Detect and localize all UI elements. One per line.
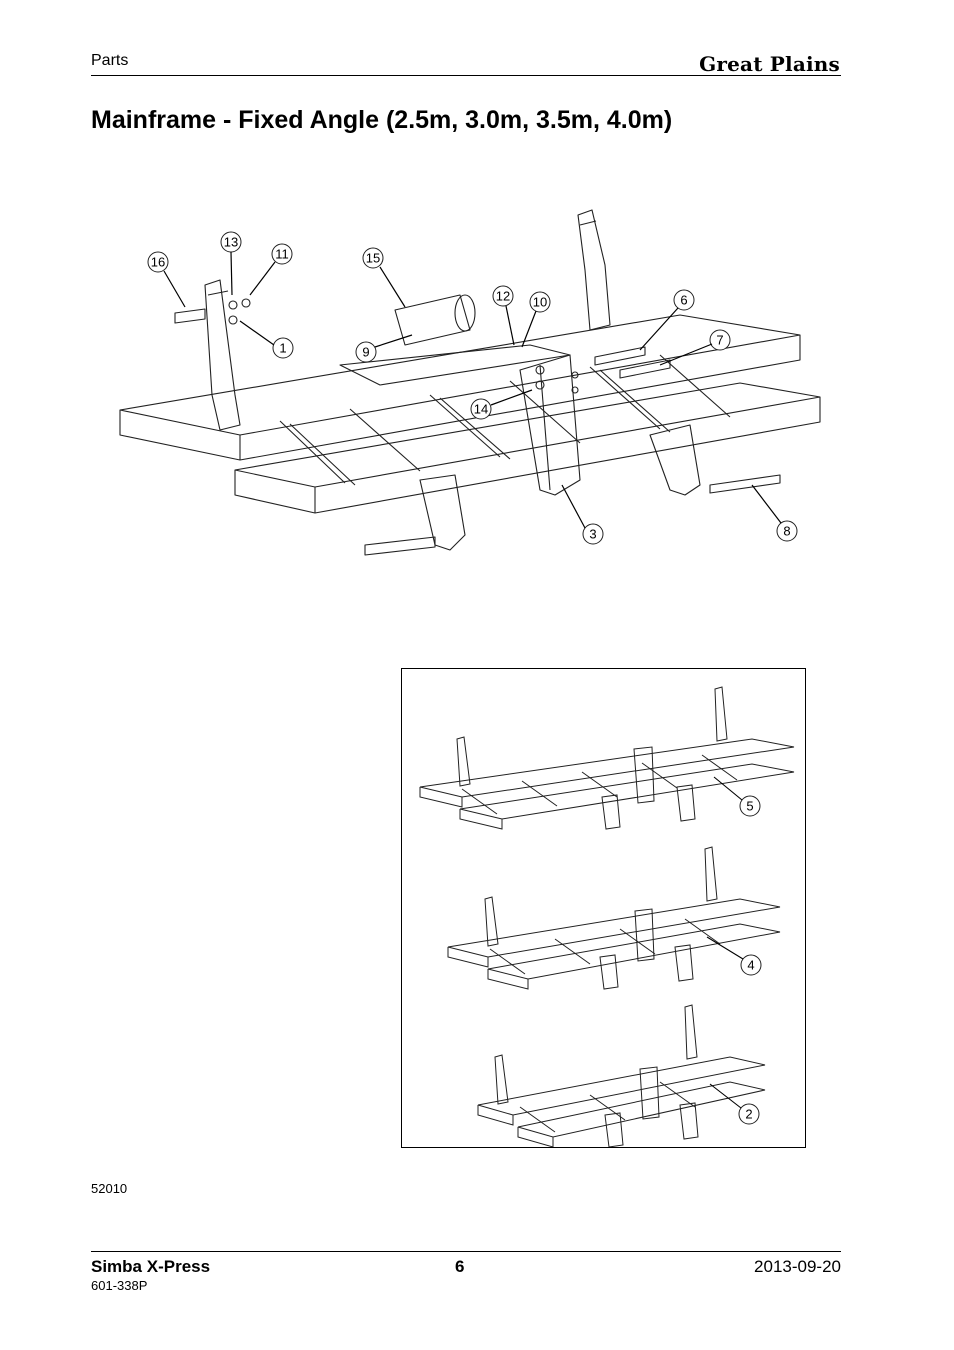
footer-product: Simba X-Press (91, 1257, 211, 1276)
callout-8-label: 8 (783, 524, 790, 539)
callout-13-label: 13 (224, 235, 238, 250)
callout-1 (272, 337, 294, 359)
callout-8 (776, 520, 798, 542)
callout-2-label: 2 (745, 1107, 752, 1122)
footer-page-number: 6 (455, 1257, 465, 1276)
frame-variant-5 (419, 686, 795, 830)
callout-3-label: 3 (589, 527, 596, 542)
footer-part-number: 601-338P (91, 1278, 148, 1293)
rear-beam (119, 314, 801, 436)
callout-12 (492, 285, 514, 307)
page-title: Mainframe - Fixed Angle (2.5m, 3.0m, 3.5… (91, 106, 673, 134)
callout-7 (709, 329, 731, 351)
callout-7-label: 7 (716, 333, 723, 348)
callout-10 (529, 291, 551, 313)
header-section: Parts (91, 52, 129, 69)
callout-9-label: 9 (362, 345, 369, 360)
frame-variants-inset: 5 4 2 (401, 668, 806, 1148)
callout-5 (739, 795, 761, 817)
callout-16 (147, 251, 169, 273)
callout-9 (355, 341, 377, 363)
front-beam (234, 382, 821, 488)
callout-4-label: 4 (747, 958, 754, 973)
frame-variant-4 (447, 846, 781, 990)
callout-14-label: 14 (474, 402, 488, 417)
brand-logo: Great Plains (699, 52, 840, 76)
footer-date: 2013-09-20 (754, 1257, 841, 1276)
accumulator (394, 294, 471, 346)
callout-6 (673, 289, 695, 311)
mainframe-exploded-diagram: 16 13 11 15 12 10 6 7 1 9 14 3 8 (119, 209, 821, 556)
callout-11-label: 11 (275, 247, 289, 262)
callout-3 (582, 523, 604, 545)
frame-variants-diagram: 5 4 2 (419, 686, 795, 1147)
right-tower (577, 209, 611, 331)
callout-11 (271, 243, 293, 265)
headstock-plate (519, 354, 581, 496)
callout-15 (362, 247, 384, 269)
figure-number: 52010 (91, 1181, 128, 1196)
footer-rule (91, 1251, 841, 1252)
callout-1-label: 1 (279, 341, 286, 356)
callout-2 (738, 1103, 760, 1125)
left-tower (204, 279, 241, 431)
callout-12-label: 12 (496, 289, 510, 304)
callout-15-label: 15 (366, 251, 380, 266)
callout-14 (470, 398, 492, 420)
callout-6-label: 6 (680, 293, 687, 308)
frame-variant-2 (477, 1004, 766, 1147)
callout-4 (740, 954, 762, 976)
callout-5-label: 5 (746, 799, 753, 814)
callout-16-label: 16 (151, 255, 165, 270)
header-rule (91, 75, 841, 76)
callout-10-label: 10 (533, 295, 547, 310)
